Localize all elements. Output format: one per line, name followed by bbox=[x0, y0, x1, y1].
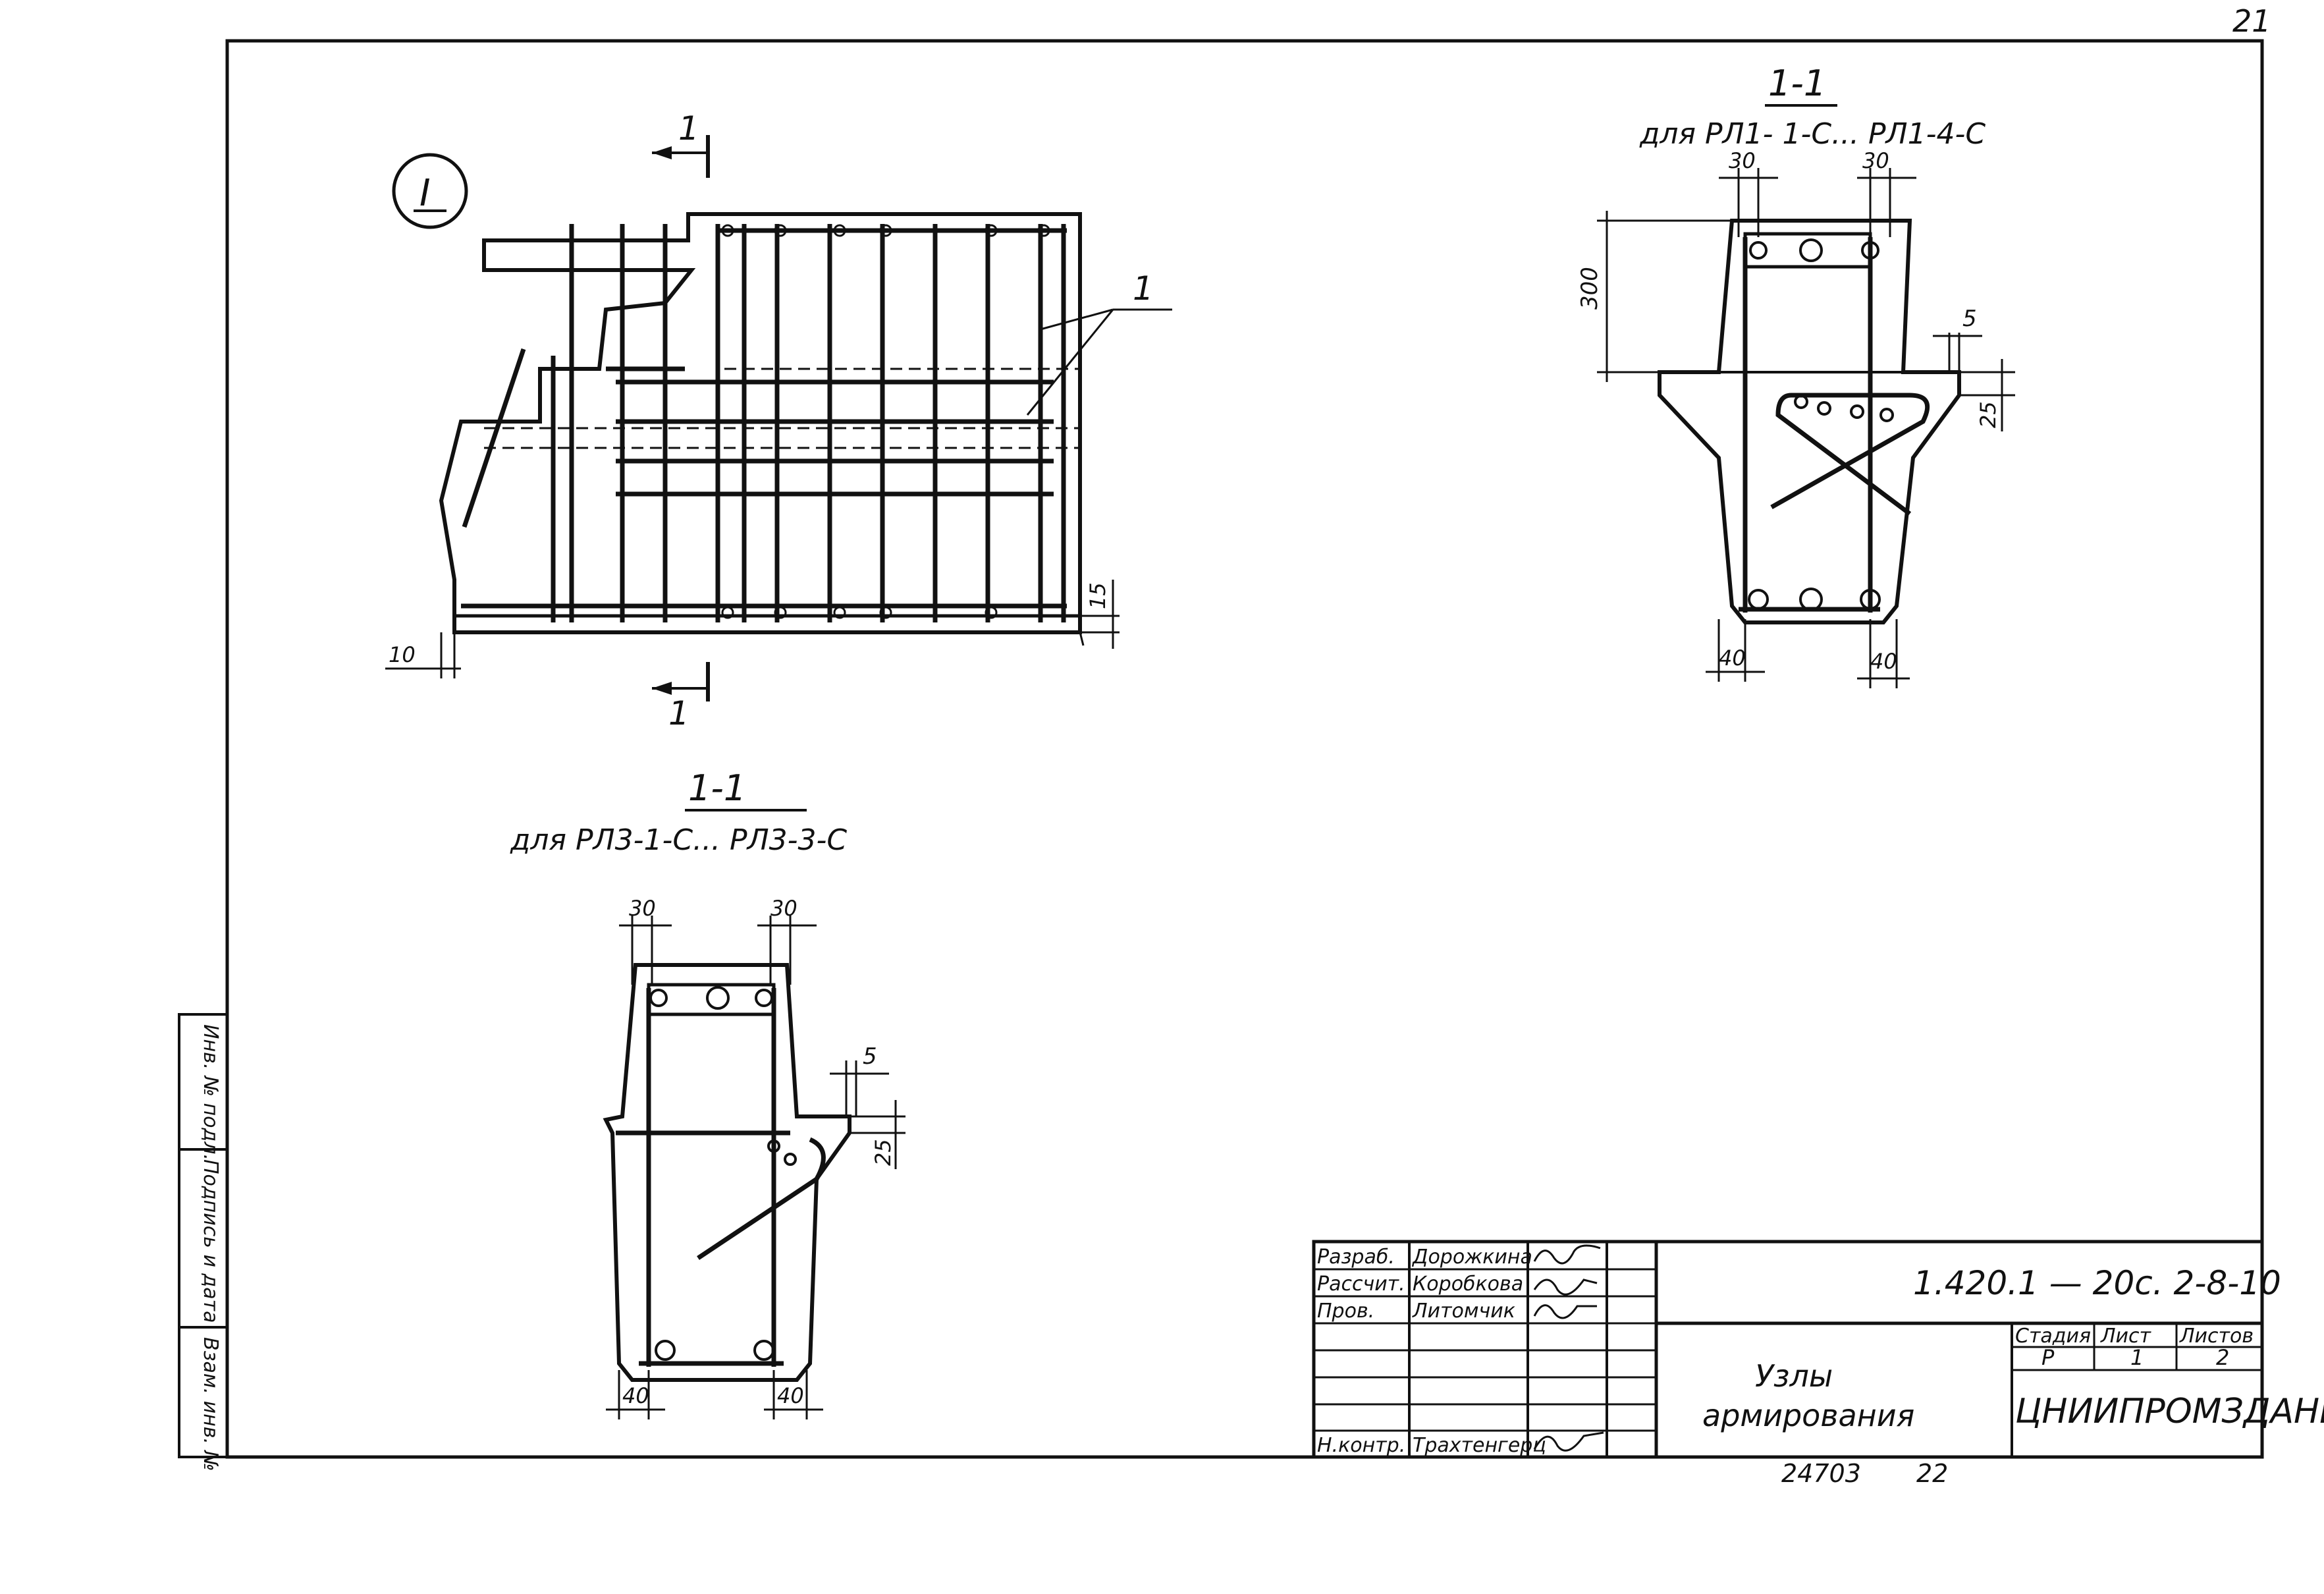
detail-marker-label: I bbox=[419, 172, 431, 215]
role-2: Пров. bbox=[1317, 1300, 1374, 1323]
stage-value: Р bbox=[2041, 1345, 2055, 1370]
stirrups bbox=[462, 224, 1066, 622]
detail-marker-circle bbox=[392, 153, 468, 229]
section-top-dim-top-left: 30 bbox=[1729, 148, 1756, 173]
sheet-value: 1 bbox=[2130, 1345, 2144, 1370]
drawing-frame bbox=[225, 39, 2264, 1459]
section-bottom: 1-1 для РЛ3-1-С... РЛ3-3-С 30 30 5 25 bbox=[510, 767, 905, 1419]
sheet-label: Лист bbox=[2100, 1325, 2152, 1348]
role-0: Разраб. bbox=[1317, 1246, 1395, 1269]
title-line1: Узлы bbox=[1755, 1358, 1833, 1394]
name-1: Коробкова bbox=[1413, 1273, 1523, 1296]
side-stamp-cell-2: Подпись и дата bbox=[199, 1159, 222, 1323]
drawing-code: 1.420.1 — 20с. 2-8-10 bbox=[1913, 1264, 2281, 1302]
signatures bbox=[1533, 1244, 1604, 1452]
callout-1-label: 1 bbox=[1133, 269, 1154, 308]
detail-elevation: I 1 1 bbox=[385, 109, 1172, 732]
section-cut-top: 1 bbox=[652, 109, 710, 178]
section-top-dim-ledge: 5 bbox=[1962, 306, 1977, 332]
section-bottom-dim-ledge: 5 bbox=[863, 1043, 877, 1070]
side-stamp: Инв. № подл. Подпись и дата Взам. инв. № bbox=[178, 1013, 229, 1471]
dim-left-offset-value: 10 bbox=[389, 642, 416, 667]
section-cut-bottom-label: 1 bbox=[668, 694, 689, 732]
section-bottom-dim-bottom-right: 40 bbox=[777, 1383, 804, 1408]
name-3: Трахтенгерц bbox=[1413, 1434, 1546, 1457]
section-bottom-dim-ledge-h: 25 bbox=[871, 1139, 896, 1166]
section-bottom-title: 1-1 bbox=[688, 767, 746, 809]
section-top: 1-1 для РЛ1- 1-С... РЛ1-4-С 30 30 300 bbox=[1577, 63, 2015, 688]
role-3: Н.контр. bbox=[1317, 1434, 1405, 1457]
section-top-dim-bottom-left: 40 bbox=[1719, 646, 1746, 671]
name-0: Дорожкина bbox=[1411, 1246, 1532, 1269]
sheet-number: 21 bbox=[2232, 3, 2271, 39]
section-top-dim-bottom-right: 40 bbox=[1870, 649, 1897, 674]
section-cut-top-label: 1 bbox=[678, 109, 699, 148]
side-stamp-cell-3: Взам. инв. № bbox=[199, 1337, 222, 1471]
section-bottom-dim-top-right: 30 bbox=[770, 896, 797, 921]
organization: ЦНИИПРОМЗДАНИЙ bbox=[2015, 1391, 2324, 1431]
section-bottom-outline bbox=[603, 963, 851, 1382]
section-bottom-subtitle: для РЛ3-1-С... РЛ3-3-С bbox=[510, 823, 847, 857]
section-top-subtitle: для РЛ1- 1-С... РЛ1-4-С bbox=[1639, 117, 1986, 151]
section-top-dim-ledge-h: 25 bbox=[1976, 401, 2001, 428]
section-top-title: 1-1 bbox=[1768, 63, 1826, 104]
name-2: Литомчик bbox=[1412, 1300, 1515, 1323]
dim-left-offset: 10 bbox=[385, 632, 461, 678]
section-top-dim-top-right: 30 bbox=[1862, 148, 1889, 173]
title-block: Разраб. Дорожкина Рассчит. Коробкова Про… bbox=[1312, 1240, 2324, 1459]
section-bottom-dim-bottom-left: 40 bbox=[622, 1383, 649, 1408]
section-top-dim-height: 300 bbox=[1577, 267, 1603, 310]
section-top-outline bbox=[1658, 219, 1961, 624]
section-cut-bottom: 1 bbox=[652, 662, 710, 732]
stage-label: Стадия bbox=[2015, 1325, 2091, 1348]
title-line2: армирования bbox=[1702, 1398, 1914, 1433]
page-number: 22 bbox=[1916, 1459, 1948, 1488]
side-stamp-cell-1: Инв. № подл. bbox=[199, 1024, 222, 1161]
bar-dots bbox=[721, 224, 1050, 619]
callout-1: 1 bbox=[1026, 269, 1172, 416]
elevation-outline bbox=[439, 212, 1082, 634]
dim-bottom-cover: 15 bbox=[1080, 580, 1120, 649]
archive-number: 24703 bbox=[1781, 1459, 1861, 1488]
sheets-label: Листов bbox=[2179, 1325, 2254, 1348]
sheets-value: 2 bbox=[2216, 1345, 2229, 1370]
role-1: Рассчит. bbox=[1317, 1273, 1405, 1296]
section-bottom-dim-top-left: 30 bbox=[629, 896, 656, 921]
dim-bottom-cover-value: 15 bbox=[1085, 582, 1110, 609]
